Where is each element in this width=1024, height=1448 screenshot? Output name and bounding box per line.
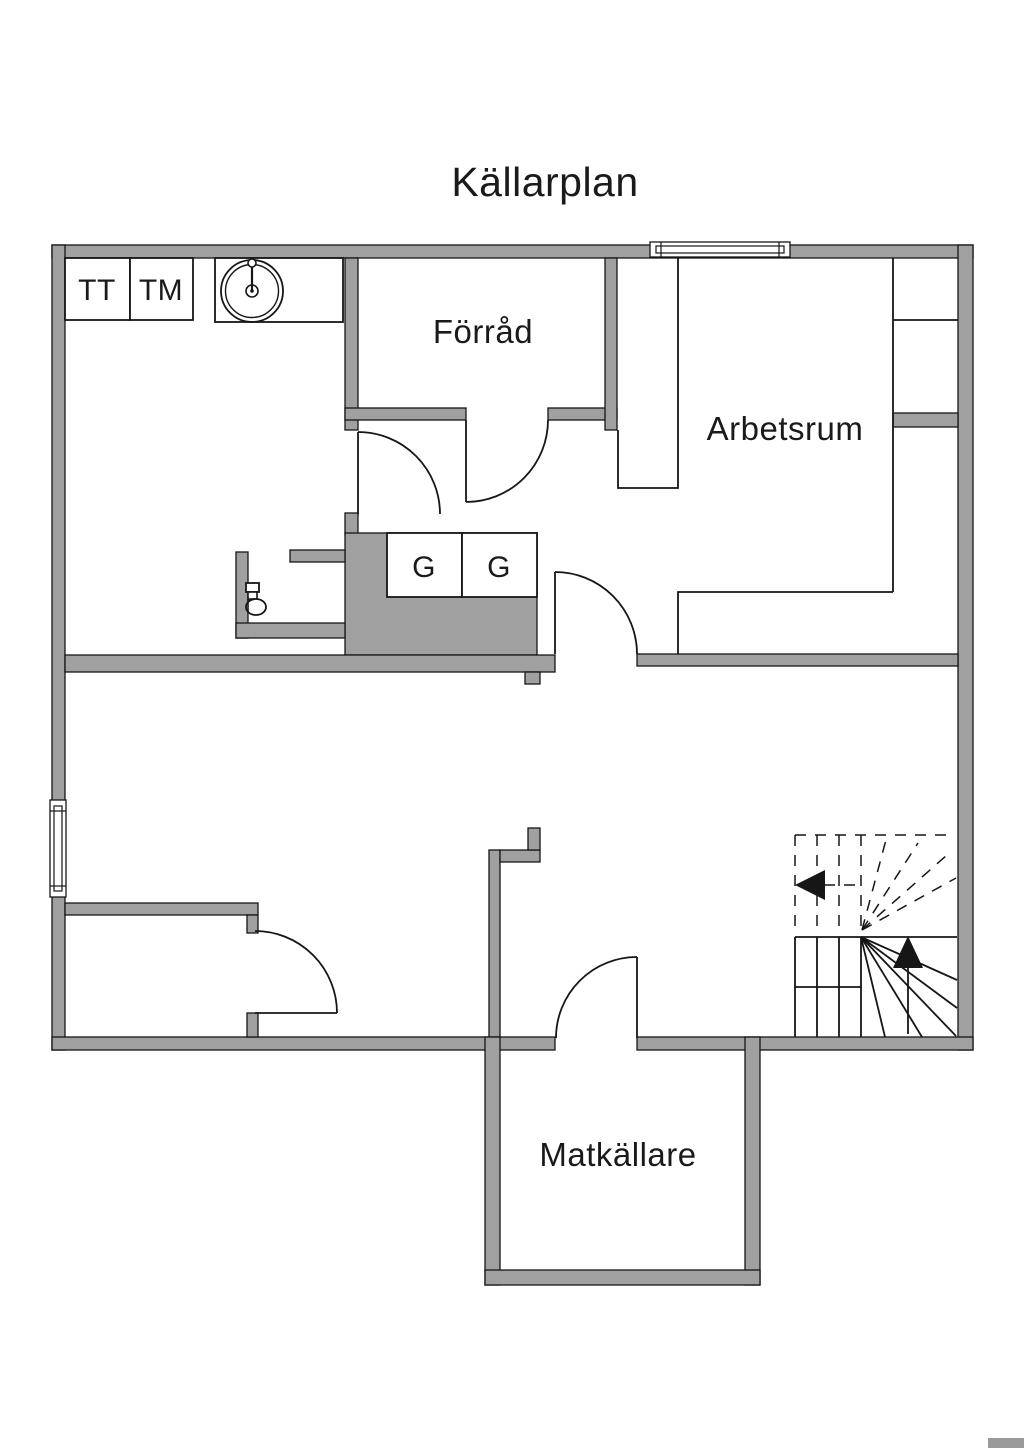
wall-bottomroom-top: [64, 902, 259, 916]
door-bottomleft-room: [254, 930, 338, 1014]
wall-matkallare-bottom: [484, 1269, 761, 1286]
wall-corridor-horizontal: [499, 849, 541, 863]
stairs-up-arrow-icon: [893, 936, 923, 1034]
staircase: [794, 834, 958, 1038]
wardrobe-label-1: G: [412, 551, 436, 584]
wall-middle-left: [64, 654, 556, 673]
wardrobe-label-2: G: [487, 551, 511, 584]
wall-matkallare-right: [744, 1036, 761, 1286]
laundry-fixtures: [64, 257, 344, 323]
wall-corridor-upper-stub: [527, 827, 541, 851]
door-matkallare: [555, 956, 638, 1039]
wardrobe-box-1: [386, 532, 463, 598]
wall-matkallare-left: [484, 1036, 501, 1286]
door-forrad: [465, 419, 549, 503]
door-hall-corridor: [554, 571, 638, 655]
wardrobe-box-2: [461, 532, 538, 598]
room-label-forrad: Förråd: [433, 313, 533, 350]
wall-wc-top-stub: [289, 549, 346, 563]
laundry-counter: [214, 257, 344, 323]
wall-middle-stub: [524, 671, 541, 685]
corner-logo-fragment: [988, 1438, 1024, 1448]
wall-top: [51, 244, 974, 259]
wall-bottomroom-right-lower: [246, 1012, 259, 1038]
chimney-nook-outline: [617, 258, 679, 489]
wall-bottom-left-segment: [51, 1036, 556, 1051]
labels: Källarplan Förråd Arbetsrum Matkällare T…: [78, 159, 863, 1173]
sink-icon: [220, 258, 284, 323]
window-icon: [649, 241, 791, 258]
toilet-icon: [245, 582, 267, 616]
wall-bottomroom-right-upper: [246, 914, 259, 934]
tumble-dryer-box: [64, 257, 131, 321]
wall-forrad-arbetsrum: [604, 257, 618, 431]
lower-recess-outline: [677, 591, 893, 654]
wall-corridor-vertical: [488, 849, 501, 1038]
wall-middle-right: [636, 653, 959, 667]
room-label-matkallare: Matkällare: [539, 1136, 696, 1173]
arbetsrum-builtins: [617, 258, 958, 654]
washing-machine-box: [129, 257, 194, 321]
stairs-flight-arrow-icon: [795, 870, 825, 900]
windows: [49, 241, 791, 898]
wall-bottom-right-segment: [636, 1036, 974, 1051]
stairs-lower-flight: [794, 936, 958, 1038]
wardrobes: [386, 532, 538, 598]
fixture-label-tm: TM: [139, 274, 183, 307]
wall-left: [51, 244, 66, 1051]
window-icon: [49, 799, 67, 898]
wall-laundry-forrad: [344, 257, 359, 431]
fixture-label-tt: TT: [78, 274, 116, 307]
room-label-arbetsrum: Arbetsrum: [707, 410, 864, 447]
wall-right: [957, 244, 974, 1051]
doors: [254, 419, 638, 1039]
page-title: Källarplan: [451, 159, 638, 205]
wall-arbetsrum-closet-stub: [892, 412, 959, 428]
door-laundry-hall: [357, 431, 441, 515]
wall-forrad-bottom-left: [344, 407, 467, 421]
wall-laundry-stub: [344, 512, 359, 536]
wall-wc-bottom: [235, 622, 346, 639]
